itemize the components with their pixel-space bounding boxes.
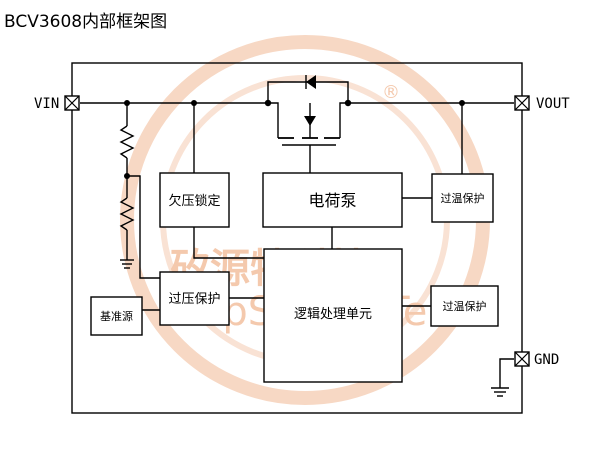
watermark-registered-mark: ®	[382, 82, 400, 103]
junction-dot	[124, 100, 130, 106]
logic-unit-block	[263, 248, 403, 383]
uvlo-label: 欠压锁定	[168, 193, 220, 209]
logic-unit-label: 逻辑处理单元	[294, 307, 372, 322]
gnd-label: GND	[534, 352, 559, 368]
power-mosfet	[267, 75, 349, 173]
gnd-wire	[491, 358, 514, 397]
vout-pin	[514, 95, 530, 111]
resistor-top	[119, 125, 135, 159]
vout-label: VOUT	[536, 96, 570, 112]
otp-mid-block	[430, 285, 499, 327]
vref-block	[90, 296, 143, 336]
uvlo-to-logic-wire	[193, 227, 264, 259]
ovp-label: 过压保护	[168, 292, 220, 307]
resistor-divider	[119, 103, 160, 279]
charge-pump-block	[262, 172, 403, 228]
resistor-bottom	[119, 197, 135, 231]
vin-pin	[64, 95, 80, 111]
uvlo-block	[159, 172, 230, 228]
otp-mid-label: 过温保护	[443, 299, 487, 313]
gnd-pin	[514, 351, 530, 367]
vref-label: 基准源	[100, 309, 133, 323]
otp-top-block	[431, 173, 494, 223]
diagram-title: BCV3608内部框架图	[4, 12, 167, 32]
vin-label: VIN	[34, 96, 59, 112]
chip-outline	[71, 62, 523, 414]
ovp-block	[159, 271, 230, 326]
otp-top-label: 过温保护	[441, 191, 485, 205]
charge-pump-label: 电荷泵	[308, 191, 356, 210]
